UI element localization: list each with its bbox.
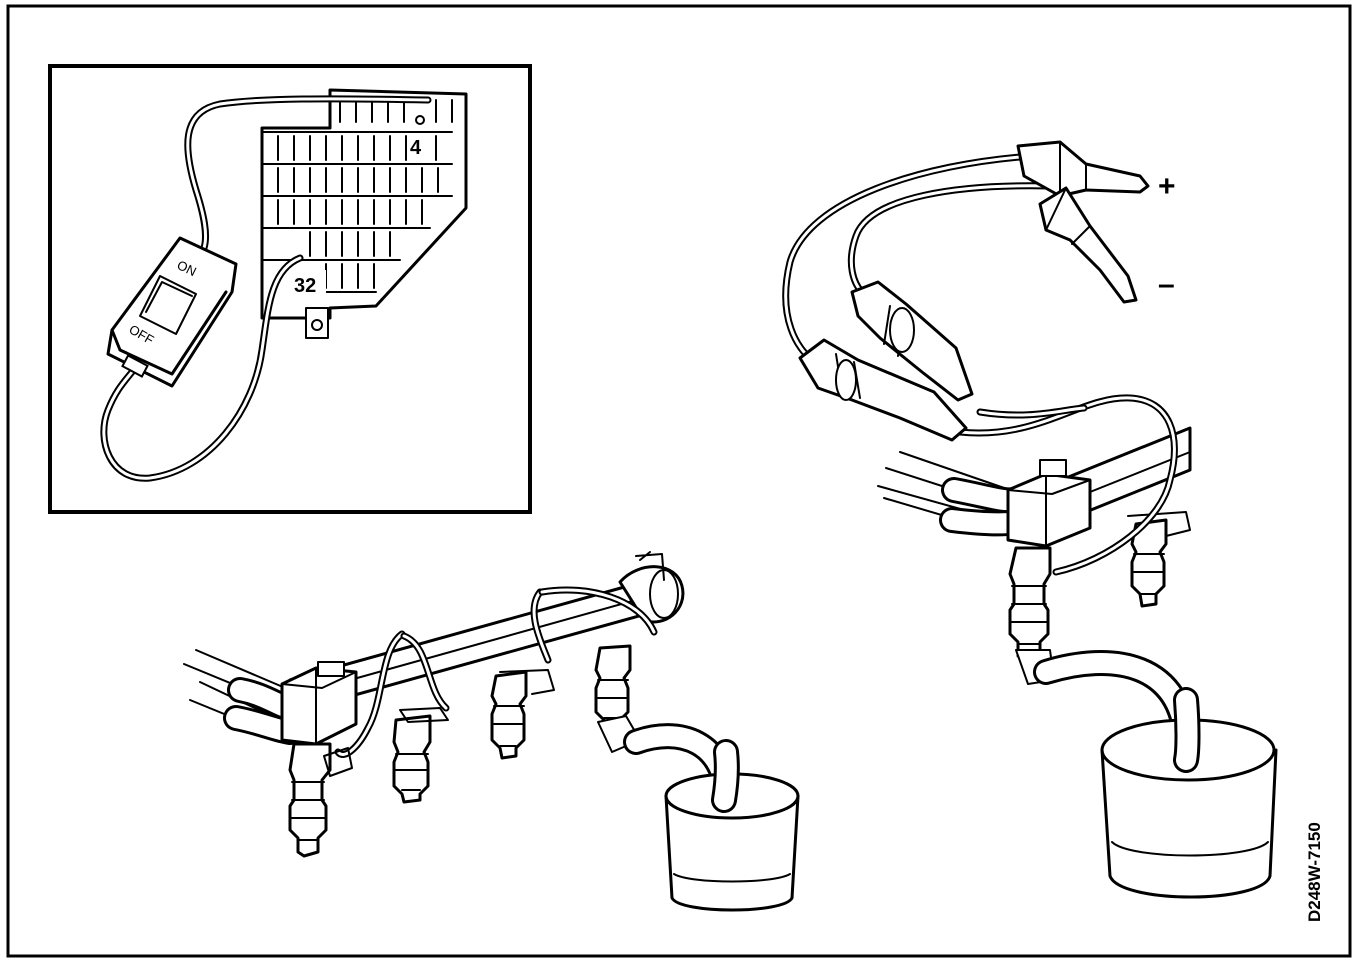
fuse-box: 4 32 (260, 88, 468, 339)
switch-wires (100, 95, 432, 482)
right-test-assembly: + – (782, 140, 1199, 763)
outer-frame (6, 4, 1352, 958)
alligator-clip-1 (798, 338, 968, 442)
injector-3 (490, 669, 555, 760)
injector-under-test (1008, 546, 1052, 662)
banana-plug-negative (1038, 186, 1138, 304)
positive-terminal-label: + (1158, 170, 1176, 203)
fuse-rows (261, 131, 453, 293)
rocker-switch: ON OFF (106, 236, 238, 388)
banana-plug-positive (1016, 140, 1150, 198)
test-lead-wires (782, 152, 1178, 576)
fuel-rail-assembly (183, 551, 739, 858)
fuse-number-32: 32 (294, 275, 316, 297)
beaker-left (664, 739, 800, 912)
injector-2 (392, 707, 449, 804)
inset-panel: 4 32 ON OFF (48, 64, 532, 514)
alligator-clip-2 (850, 280, 974, 402)
negative-terminal-label: – (1158, 268, 1175, 301)
beaker-right (1100, 687, 1278, 899)
injector-1 (288, 742, 332, 858)
fuse-number-4: 4 (410, 137, 422, 159)
figure-id: D248W-7150 (1305, 822, 1324, 922)
